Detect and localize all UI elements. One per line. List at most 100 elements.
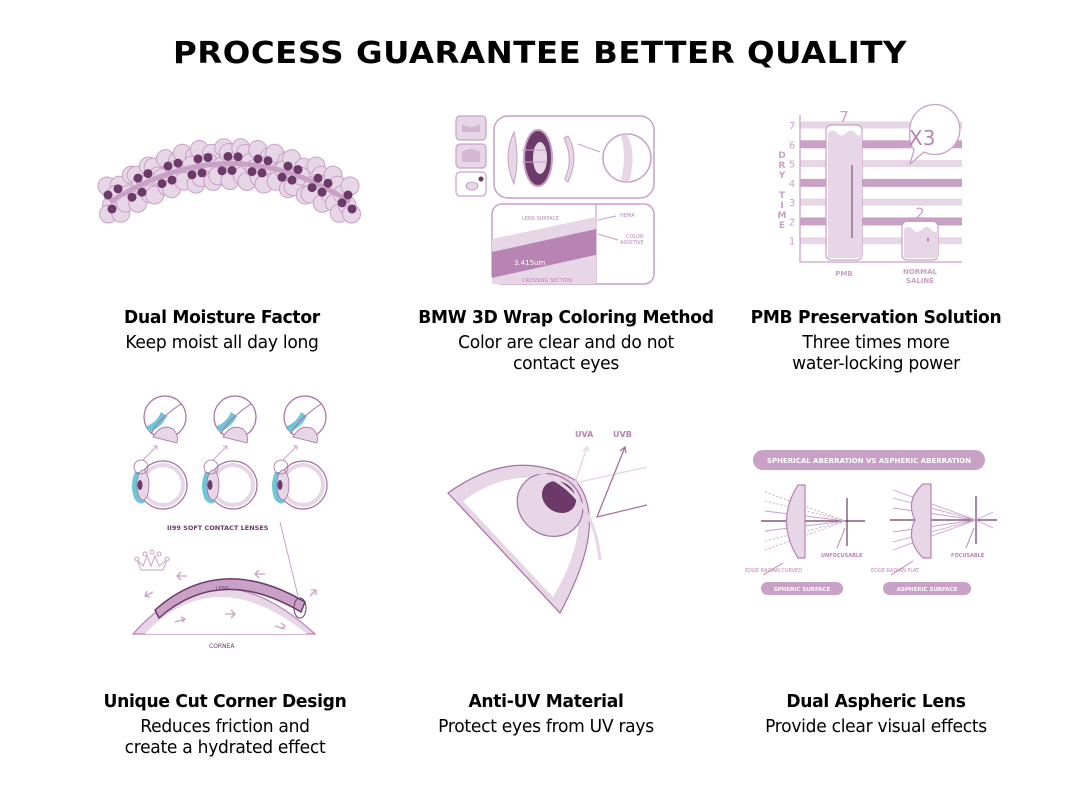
y-tick-label: 7 (789, 121, 795, 132)
multiplier-label: X3 (909, 126, 935, 150)
bar-value-label: 2 (915, 204, 925, 222)
feature-description: water-locking power (792, 353, 960, 374)
moisture-factor-dot (343, 190, 353, 200)
gridline-stripe (800, 198, 962, 206)
moisture-factor-dot (143, 169, 153, 179)
moisture-factor-dot (323, 178, 333, 188)
y-tick-label: 3 (789, 198, 795, 209)
cornea-label: CORNEA (209, 643, 235, 650)
y-axis-label-letter: Y (778, 171, 786, 181)
gridline-stripe (800, 121, 962, 129)
y-tick-label: 5 (789, 160, 795, 171)
x-category-label: PMB (835, 270, 852, 278)
eye-with-lens-diagram (132, 395, 188, 510)
eye-with-lens-diagram (272, 395, 328, 510)
y-tick-label: 4 (789, 179, 795, 190)
hema-label: HEMA (620, 213, 635, 219)
x3-speech-bubble: X3 (908, 103, 961, 166)
feature-description: Three times more (802, 332, 950, 353)
moisture-factor-dot (203, 153, 213, 163)
moisture-factor-dot (283, 161, 293, 171)
y-axis-label-letter: I (780, 201, 783, 211)
uvb-label: UVB (613, 430, 632, 439)
moisture-factor-dot (167, 175, 177, 185)
moisture-factor-dot (293, 165, 303, 175)
moisture-factor-dot (187, 170, 197, 180)
feature-card-pmb: PMB Preservation Solution Three times mo… (706, 307, 1046, 374)
moisture-factor-dot (233, 152, 243, 162)
moisture-factor-dot (173, 158, 183, 168)
moisture-factor-dot (197, 168, 207, 178)
moisture-band (108, 161, 352, 205)
moisture-factor-dot (193, 154, 203, 164)
lens-shape (154, 578, 306, 620)
moisture-factor-dot (317, 187, 327, 197)
soft-contact-lenses-caption: II99 SOFT CONTACT LENSES (167, 524, 269, 532)
color-additive-label: COLOR (626, 234, 644, 240)
gridline-stripe (800, 217, 962, 226)
y-axis-label-letter: T (779, 191, 786, 201)
moisture-factor-dot (263, 156, 273, 166)
moisture-factor-dot (287, 175, 297, 185)
page-title: PROCESS GUARANTEE BETTER QUALITY (172, 36, 908, 71)
moisture-factor-dot (253, 154, 263, 164)
feature-description: Reduces friction and (140, 716, 310, 737)
gridline-stripe (800, 140, 962, 149)
moisture-factor-dot (313, 173, 323, 183)
moisture-factor-dot (113, 184, 123, 194)
feature-title: PMB Preservation Solution (750, 307, 1002, 328)
aberration-banner-label: SPHERICAL ABERRATION VS ASPHERIC ABERRAT… (767, 457, 971, 465)
feature-card-anti-uv: Anti-UV Material Protect eyes from UV ra… (376, 691, 716, 737)
moisture-factor-dot (277, 172, 287, 182)
cut-corner-illustration: II99 SOFT CONTACT LENSES LENS CORNEA (131, 395, 328, 650)
aberration-banner (753, 450, 985, 470)
feature-title: Unique Cut Corner Design (103, 691, 347, 712)
feature-card-dual-aspheric: Dual Aspheric Lens Provide clear visual … (706, 691, 1046, 737)
focusable-label: FOCUSABLE (951, 553, 985, 559)
crossing-section-label: CROSSING SECTION (522, 278, 572, 284)
moisture-factor-dot (223, 152, 233, 161)
moisture-factor-dot (157, 179, 167, 189)
moisture-factor-dot (307, 183, 317, 193)
spheric-surface-badge (761, 582, 843, 595)
moisture-factor-dot (257, 168, 267, 178)
feature-title: BMW 3D Wrap Coloring Method (418, 307, 714, 328)
uv-protective-layer (524, 466, 602, 561)
chart-axis (799, 115, 962, 263)
gridline-stripe (800, 160, 962, 168)
feature-description: Protect eyes from UV rays (438, 716, 654, 737)
unfocusable-label: UNFOCUSABLE (821, 553, 863, 559)
moisture-factor-dot (227, 166, 237, 175)
thickness-label: 3.415um (514, 259, 545, 267)
moisture-factor-dot (347, 204, 357, 214)
feature-description: Color are clear and do not (458, 332, 674, 353)
feature-description: Provide clear visual effects (765, 716, 987, 737)
moisture-factor-dot (127, 192, 137, 202)
moisture-factor-dot (107, 204, 117, 214)
y-tick-label: 1 (789, 237, 795, 248)
eye-with-lens-diagram (202, 395, 258, 510)
feature-card-dual-moisture: Dual Moisture Factor Keep moist all day … (52, 307, 392, 353)
bar-fill (828, 130, 862, 258)
uvb-ray (595, 445, 648, 518)
lens-label: LENS (216, 586, 229, 592)
y-tick-label: 2 (789, 217, 795, 228)
moisture-molecules-illustration (97, 138, 361, 224)
bar-fill (904, 226, 938, 258)
crown-icon (134, 549, 170, 571)
y-axis-label-letter: E (779, 221, 785, 231)
moisture-factor-dot (337, 198, 347, 208)
feature-card-cut-corner: Unique Cut Corner Design Reduces frictio… (55, 691, 395, 758)
feature-description: contact eyes (512, 353, 620, 374)
aspheric-surface-label: ASPHERIC SURFACE (897, 587, 958, 593)
spheric-surface-label: SPHERIC SURFACE (774, 587, 831, 593)
moisture-factor-dot (163, 161, 173, 171)
x-category-label: NORMAL (903, 268, 938, 276)
moisture-factor-dot (217, 166, 227, 176)
moisture-factor-dot (103, 190, 113, 200)
edge-radian-curved-label: EDGE RADIAN CURVED (745, 568, 802, 574)
spherical-lens-diagram: UNFOCUSABLE EDGE RADIAN CURVED SPHERIC S… (745, 484, 865, 595)
moisture-factor-dot (137, 187, 147, 197)
y-axis-label-letter: D (778, 151, 785, 161)
gridline-stripe (800, 237, 962, 245)
